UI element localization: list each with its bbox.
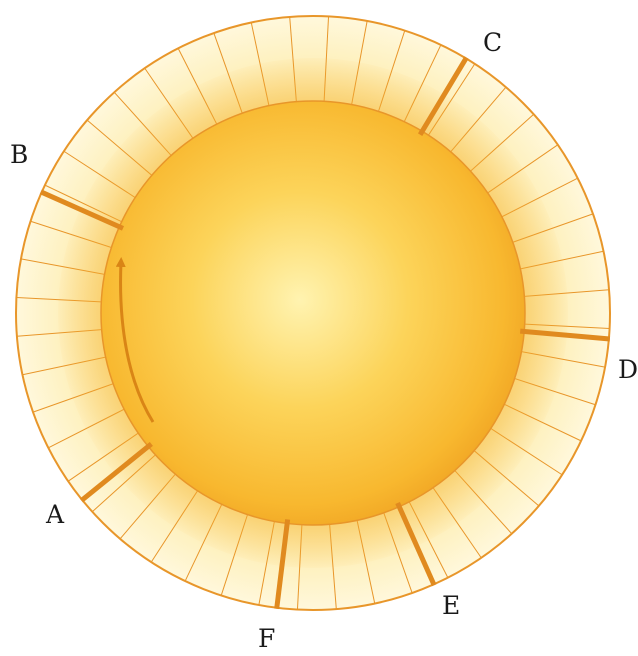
marker-c [417, 56, 469, 136]
label-a: A [45, 500, 65, 529]
marker-d [519, 328, 611, 342]
rotation-arrow [115, 257, 155, 423]
position-markers [39, 56, 611, 610]
label-e: E [442, 591, 460, 620]
label-d: D [618, 355, 638, 384]
sun-disk [100, 100, 526, 526]
label-b: B [10, 140, 28, 169]
marker-b [39, 189, 124, 231]
label-c: C [483, 28, 502, 57]
marker-f [274, 519, 291, 610]
marker-a [79, 441, 153, 503]
label-f: F [258, 624, 275, 651]
marker-e [395, 502, 437, 587]
